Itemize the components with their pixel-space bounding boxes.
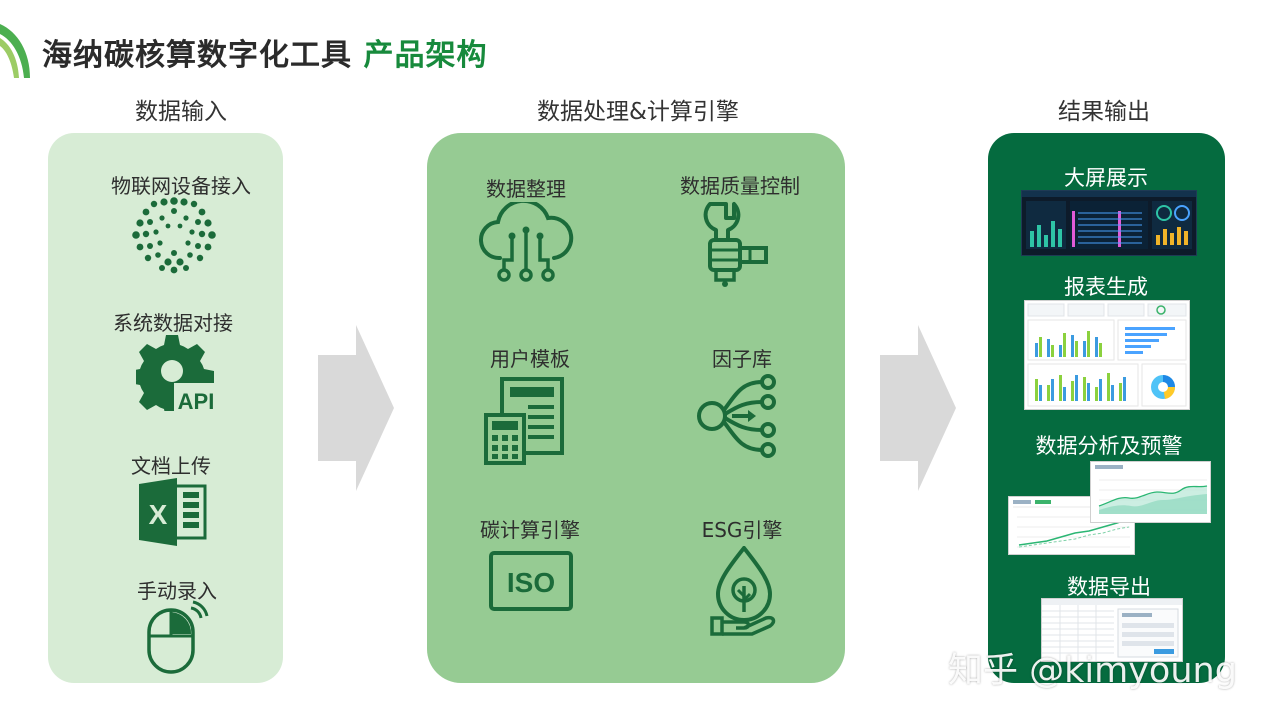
- excel-x-text: X: [149, 499, 168, 530]
- page-title: 海纳碳核算数字化工具 产品架构: [42, 30, 487, 74]
- output-item-label: 报表生成: [1064, 275, 1148, 299]
- iso-text: ISO: [507, 567, 555, 598]
- output-heading: 结果输出: [1058, 99, 1150, 125]
- processing-panel: [427, 133, 845, 683]
- processing-heading: 数据处理&计算引擎: [537, 99, 739, 125]
- dashboard-preview: [1021, 190, 1197, 256]
- iot-icon: [132, 197, 216, 274]
- iso-icon: ISO: [489, 551, 573, 611]
- output-item-label: 数据分析及预警: [1035, 434, 1183, 458]
- input-item-label: 系统数据对接: [113, 311, 233, 335]
- watermark: 知乎 @kimyoung: [948, 651, 1237, 691]
- api-text: API: [178, 389, 215, 411]
- wrench-hand-icon: [703, 202, 768, 287]
- input-item-label: 手动录入: [137, 579, 217, 603]
- flow-arrow-icon: [318, 325, 394, 491]
- template-calculator-icon: [484, 377, 564, 465]
- report-preview: [1024, 300, 1190, 410]
- output-item-label: 数据导出: [1067, 575, 1151, 599]
- processing-item-label: 数据整理: [486, 177, 566, 201]
- factor-network-icon: [697, 374, 776, 458]
- output-item-label: 大屏展示: [1064, 166, 1148, 190]
- input-heading: 数据输入: [135, 99, 227, 125]
- processing-item-label: 用户模板: [490, 347, 570, 371]
- excel-icon: X: [139, 478, 207, 546]
- input-item-label: 物联网设备接入: [111, 174, 251, 198]
- title-main: 海纳碳核算数字化工具: [42, 38, 352, 73]
- mouse-icon: [147, 600, 209, 674]
- processing-item-label: 因子库: [712, 347, 772, 371]
- input-item-label: 文档上传: [131, 454, 211, 478]
- cloud-network-icon: [478, 202, 574, 282]
- export-preview: [1041, 598, 1183, 662]
- analysis-preview: [1090, 461, 1211, 523]
- processing-item-label: 碳计算引擎: [480, 518, 580, 542]
- api-gear-icon: API: [136, 335, 218, 411]
- processing-item-label: ESG引擎: [701, 518, 783, 542]
- esg-leaf-hand-icon: [710, 546, 776, 636]
- processing-item-label: 数据质量控制: [680, 174, 800, 198]
- title-accent: 产品架构: [363, 38, 488, 73]
- logo-icon: [0, 24, 30, 78]
- flow-arrow-icon: [880, 325, 956, 491]
